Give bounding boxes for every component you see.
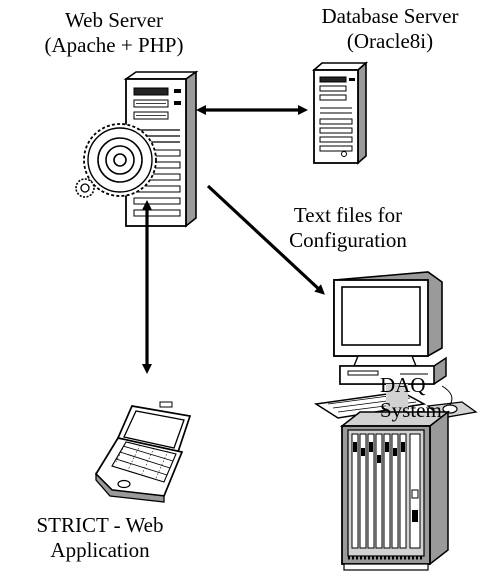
web-server-label-line-1: Web Server xyxy=(64,8,164,32)
daq-system-label: DAQ System xyxy=(380,373,442,423)
web-server-label-line-2: (Apache + PHP) xyxy=(44,33,184,57)
text-files-label-line-1: Text files for xyxy=(293,203,403,227)
database-server-label-line-1: Database Server xyxy=(321,4,459,28)
desktop-computer-icon xyxy=(313,271,478,419)
database-server-tower-icon xyxy=(311,61,369,165)
text-files-label-line-2: Configuration xyxy=(289,228,407,252)
strict-web-application-label: STRICT - Web Application xyxy=(0,513,200,563)
small-gear-icon xyxy=(75,178,95,198)
web-daq-arrow xyxy=(206,184,325,295)
laptop-icon xyxy=(94,401,192,503)
database-server-label: Database Server (Oracle8i) xyxy=(290,4,490,54)
daq-system-label-line-2: System xyxy=(380,398,442,422)
daq-system-label-line-1: DAQ xyxy=(380,373,426,397)
web-server-label: Web Server (Apache + PHP) xyxy=(4,8,224,58)
strict-label-line-2: Application xyxy=(50,538,150,562)
strict-label-line-1: STRICT - Web xyxy=(36,513,164,537)
text-files-label: Text files for Configuration xyxy=(248,203,448,253)
gear-icon xyxy=(83,123,157,197)
database-server-label-line-2: (Oracle8i) xyxy=(346,29,434,53)
rack-crate-icon xyxy=(339,384,451,571)
